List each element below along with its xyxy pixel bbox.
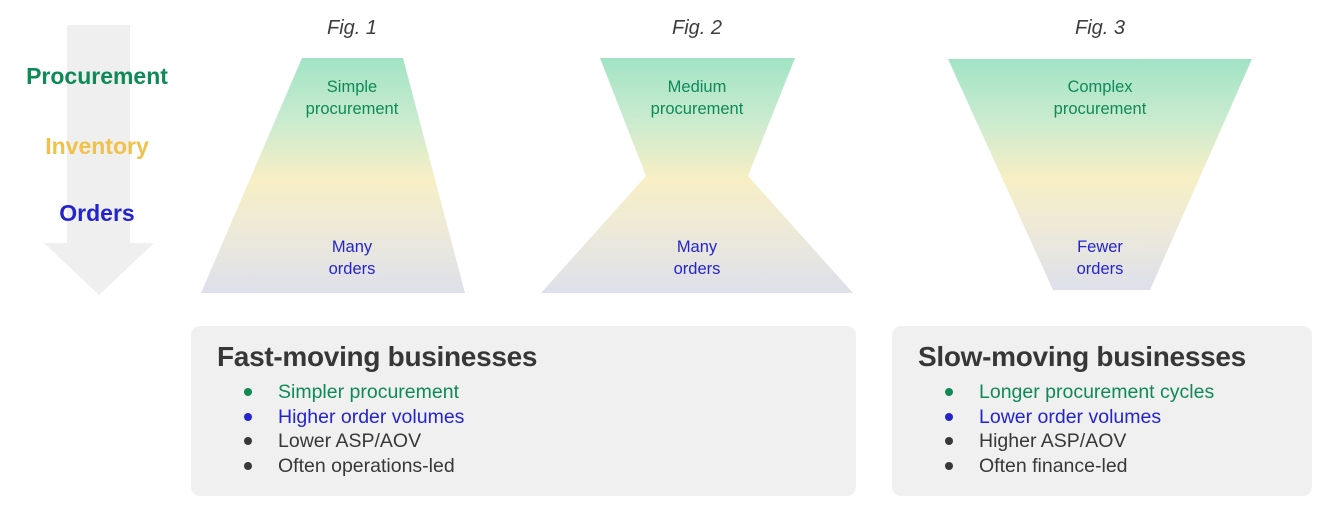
bullet-often-finance-led: Often finance-led — [892, 454, 1312, 479]
bullet-often-operations-led: Often operations-led — [191, 454, 856, 479]
bullet-dot-icon — [945, 388, 953, 396]
bullet-dot-icon — [945, 412, 953, 421]
fast-moving-title: Fast-moving businesses — [217, 341, 538, 372]
bullet-higher-asp-aov: Higher ASP/AOV — [892, 429, 1312, 454]
bullet-longer-procurement-cycles: Longer procurement cycles — [892, 380, 1312, 405]
fig3-caption: Fig. 3 — [1074, 17, 1126, 39]
bullet-lower-order-volumes: Lower order volumes — [892, 405, 1312, 430]
bullet-dot-icon — [244, 437, 252, 446]
bullet-dot-icon — [945, 461, 953, 470]
slow-moving-title: Slow-moving businesses — [918, 341, 1246, 372]
bullet-higher-order-volumes: Higher order volumes — [191, 405, 856, 430]
bullet-simpler-procurement: Simpler procurement — [191, 380, 856, 405]
bullet-lower-asp-aov: Lower ASP/AOV — [191, 429, 856, 454]
fig1-top-label: Simple procurement — [305, 78, 399, 118]
bullet-dot-icon — [244, 412, 252, 421]
fig1-bottom-label: Many orders — [328, 238, 376, 278]
bullet-dot-icon — [244, 388, 252, 396]
fast-moving-list: Simpler procurement Higher order volumes… — [191, 380, 856, 478]
bullet-dot-icon — [244, 461, 252, 470]
flow-label-inventory: Inventory — [45, 133, 149, 159]
fig1-caption: Fig. 1 — [326, 17, 378, 39]
flow-label-procurement: Procurement — [26, 63, 168, 89]
fig2-caption: Fig. 2 — [671, 17, 723, 39]
fig2-bottom-label: Many orders — [673, 238, 721, 278]
flow-label-orders: Orders — [59, 200, 135, 226]
fig3-top-label: Complex procurement — [1053, 78, 1147, 118]
slow-moving-list: Longer procurement cycles Lower order vo… — [892, 380, 1312, 478]
fig3-bottom-label: Fewer orders — [1076, 238, 1124, 278]
fig2-top-label: Medium procurement — [650, 78, 744, 118]
bullet-dot-icon — [945, 437, 953, 446]
fast-moving-box: Fast-moving businesses Simpler procureme… — [191, 326, 856, 496]
slow-moving-box: Slow-moving businesses Longer procuremen… — [892, 326, 1312, 496]
